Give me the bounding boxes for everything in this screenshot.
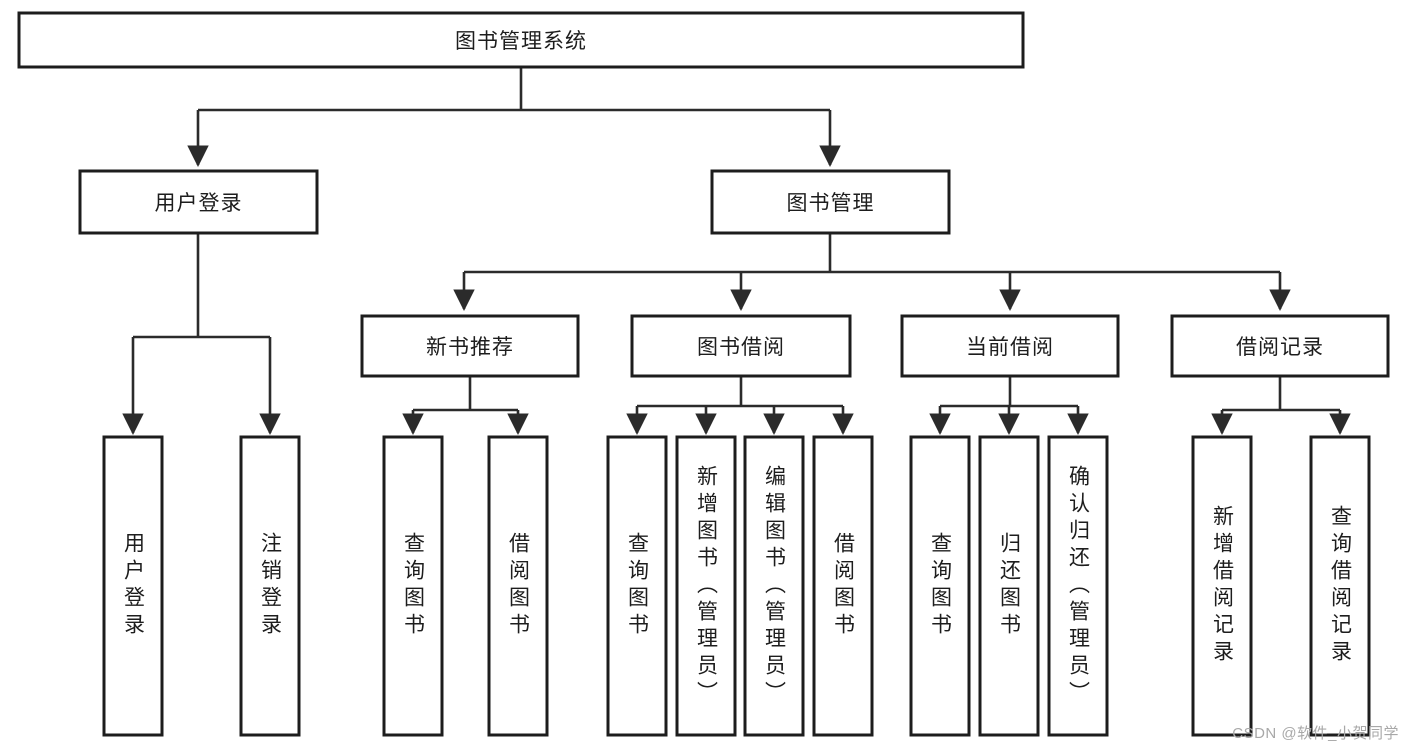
node-user-login[interactable]: 用户登录 — [78, 169, 319, 235]
node-root-label: 图书管理系统 — [455, 30, 587, 53]
leaf-current-borrow-3[interactable]: 确认归还（管理员） — [1047, 435, 1109, 737]
leaf-label: 借阅图书 — [506, 532, 530, 640]
leaf-label: 归还图书 — [997, 532, 1021, 640]
leaf-label: 查询图书 — [928, 532, 952, 640]
leaf-book-borrow-2[interactable]: 新增图书（管理员） — [675, 435, 737, 737]
leaf-label: 查询借阅记录 — [1328, 505, 1352, 667]
leaf-book-borrow-3[interactable]: 编辑图书（管理员） — [743, 435, 805, 737]
leaf-new-book-1[interactable]: 查询图书 — [382, 435, 444, 737]
node-root[interactable]: 图书管理系统 — [17, 11, 1025, 69]
node-book-borrow-label: 图书借阅 — [697, 336, 785, 359]
leaf-label: 查询图书 — [625, 532, 649, 640]
leaf-user-login-2[interactable]: 注销登录 — [239, 435, 301, 737]
node-new-book-recommend-label: 新书推荐 — [426, 336, 514, 359]
leaf-new-book-2[interactable]: 借阅图书 — [487, 435, 549, 737]
leaf-label: 用户登录 — [121, 532, 145, 640]
leaf-current-borrow-1[interactable]: 查询图书 — [909, 435, 971, 737]
node-current-borrow-label: 当前借阅 — [966, 336, 1054, 359]
node-borrow-record-label: 借阅记录 — [1236, 336, 1324, 359]
leaf-label: 确认归还（管理员） — [1066, 464, 1090, 708]
leaf-book-borrow-1[interactable]: 查询图书 — [606, 435, 668, 737]
node-borrow-record[interactable]: 借阅记录 — [1170, 314, 1390, 378]
leaf-label: 新增图书（管理员） — [694, 464, 718, 708]
leaf-user-login-1[interactable]: 用户登录 — [102, 435, 164, 737]
leaf-label: 注销登录 — [258, 532, 282, 640]
connector-group — [122, 67, 1351, 435]
node-book-manage-label: 图书管理 — [786, 192, 875, 215]
node-current-borrow[interactable]: 当前借阅 — [900, 314, 1120, 378]
leaf-label: 编辑图书（管理员） — [762, 464, 786, 708]
node-user-login-label: 用户登录 — [154, 192, 243, 215]
leaf-label: 新增借阅记录 — [1210, 505, 1234, 667]
leaf-book-borrow-4[interactable]: 借阅图书 — [812, 435, 874, 737]
leaf-current-borrow-2[interactable]: 归还图书 — [978, 435, 1040, 737]
leaf-label: 查询图书 — [401, 532, 425, 640]
node-book-borrow[interactable]: 图书借阅 — [630, 314, 852, 378]
leaf-borrow-record-1[interactable]: 新增借阅记录 — [1191, 435, 1253, 737]
node-book-manage[interactable]: 图书管理 — [710, 169, 951, 235]
leaf-label: 借阅图书 — [831, 532, 855, 640]
node-new-book-recommend[interactable]: 新书推荐 — [360, 314, 580, 378]
leaf-borrow-record-2[interactable]: 查询借阅记录 — [1309, 435, 1371, 737]
